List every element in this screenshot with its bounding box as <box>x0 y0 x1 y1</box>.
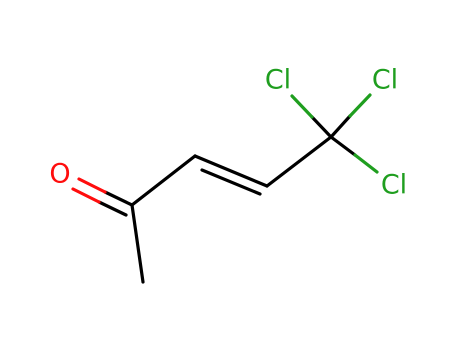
bond-c-cl3-chlorine-half <box>353 153 379 174</box>
bond-c-cl1-carbon-half <box>310 115 333 139</box>
bond-c-cl2-carbon-half <box>329 114 352 139</box>
bond-carbonyl-alkene-single <box>130 154 197 207</box>
oxygen-atom-label: O <box>49 159 70 190</box>
carbonyl-bond-inner-oxygen-half <box>71 187 101 204</box>
bond-alkene-trichloromethyl <box>265 135 333 188</box>
bond-alkene-double-inner <box>200 168 262 196</box>
chlorine-atom-label-1: Cl <box>265 65 291 96</box>
bond-methyl-carbonyl <box>130 203 145 284</box>
carbonyl-bond-inner-carbon-half <box>97 200 128 217</box>
bond-c-cl3-carbon-half <box>329 135 357 157</box>
carbon-bonds <box>130 135 333 284</box>
bond-c-cl1-chlorine-half <box>290 94 314 119</box>
chlorine-atom-label-2: Cl <box>372 65 398 96</box>
bond-c-cl2-chlorine-half <box>348 93 372 118</box>
carbonyl-double-bond <box>71 177 134 217</box>
carbon-chlorine-bonds <box>290 93 379 174</box>
bond-alkene-double-outer <box>193 154 269 188</box>
carbonyl-bond-outer-carbon-half <box>103 190 134 207</box>
chlorine-atom-label-3: Cl <box>381 170 407 201</box>
carbonyl-bond-outer-oxygen-half <box>77 177 107 194</box>
